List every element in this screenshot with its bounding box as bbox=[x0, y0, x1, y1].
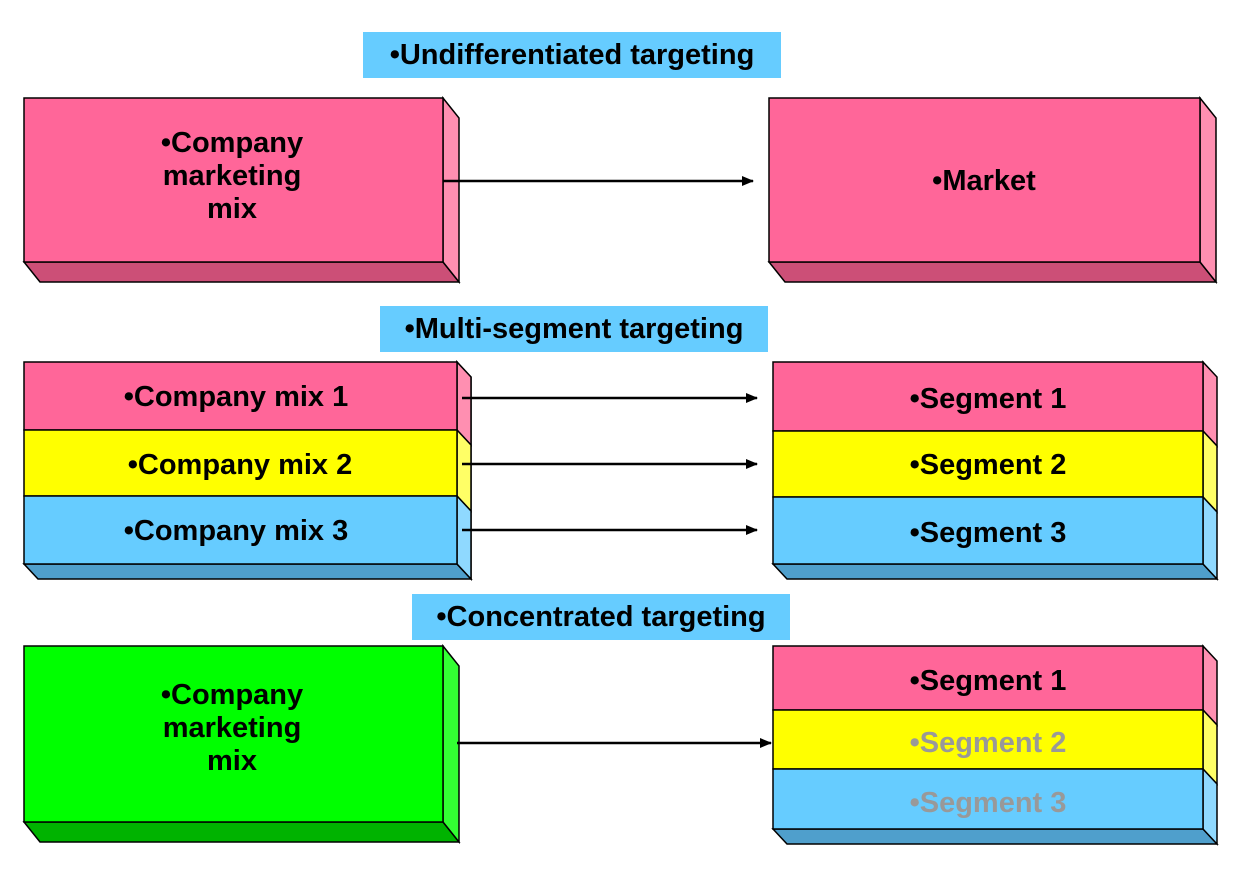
company-mix-1-label: •Company mix 1 bbox=[124, 381, 349, 413]
segment-1-label: •Segment 1 bbox=[910, 383, 1067, 415]
market-label: •Market bbox=[932, 165, 1036, 197]
undifferentiated-targeting-label: •Undifferentiated targeting bbox=[363, 32, 781, 78]
company-marketing-mix-line-1: •Company bbox=[161, 127, 303, 159]
company-marketing-mix-line-3: mix bbox=[207, 193, 257, 225]
concentrated-segment-3-label: •Segment 3 bbox=[910, 787, 1067, 819]
segment-1-box bbox=[772, 361, 1204, 432]
concentrated-segment-2-label: •Segment 2 bbox=[910, 727, 1067, 759]
segment-3-label: •Segment 3 bbox=[910, 517, 1067, 549]
company-marketing-mix-line-2: marketing bbox=[163, 160, 302, 192]
segment-3-box bbox=[772, 496, 1204, 565]
concentrated-company-line-3: mix bbox=[207, 745, 257, 777]
concentrated-company-line-2: marketing bbox=[163, 712, 302, 744]
company-mix-stack: •Company mix 1 •Company mix 2 •Company m… bbox=[22, 360, 473, 581]
segment-2-box bbox=[772, 430, 1204, 498]
company-mix-2-label: •Company mix 2 bbox=[128, 449, 353, 481]
concentrated-segment-3-box bbox=[772, 768, 1204, 830]
segment-2-label: •Segment 2 bbox=[910, 449, 1067, 481]
multi-segment-targeting-label: •Multi-segment targeting bbox=[380, 306, 768, 352]
segment-stack-concentrated: •Segment 1 •Segment 2 •Segment 3 bbox=[771, 644, 1219, 846]
concentrated-segment-1-label: •Segment 1 bbox=[910, 665, 1067, 697]
company-mix-2-box bbox=[23, 429, 458, 497]
company-mix-3-box bbox=[23, 495, 458, 565]
concentrated-company-line-1: •Company bbox=[161, 679, 303, 711]
company-mix-1-box bbox=[23, 361, 458, 431]
company-mix-3-label: •Company mix 3 bbox=[124, 515, 349, 547]
segment-stack-multi: •Segment 1 •Segment 2 •Segment 3 bbox=[771, 360, 1219, 581]
company-marketing-mix-box-1: •Company marketing mix bbox=[22, 95, 461, 285]
company-marketing-mix-box-2: •Company marketing mix bbox=[22, 643, 461, 845]
market-box: •Market bbox=[767, 95, 1218, 285]
concentrated-targeting-label: •Concentrated targeting bbox=[412, 594, 790, 640]
